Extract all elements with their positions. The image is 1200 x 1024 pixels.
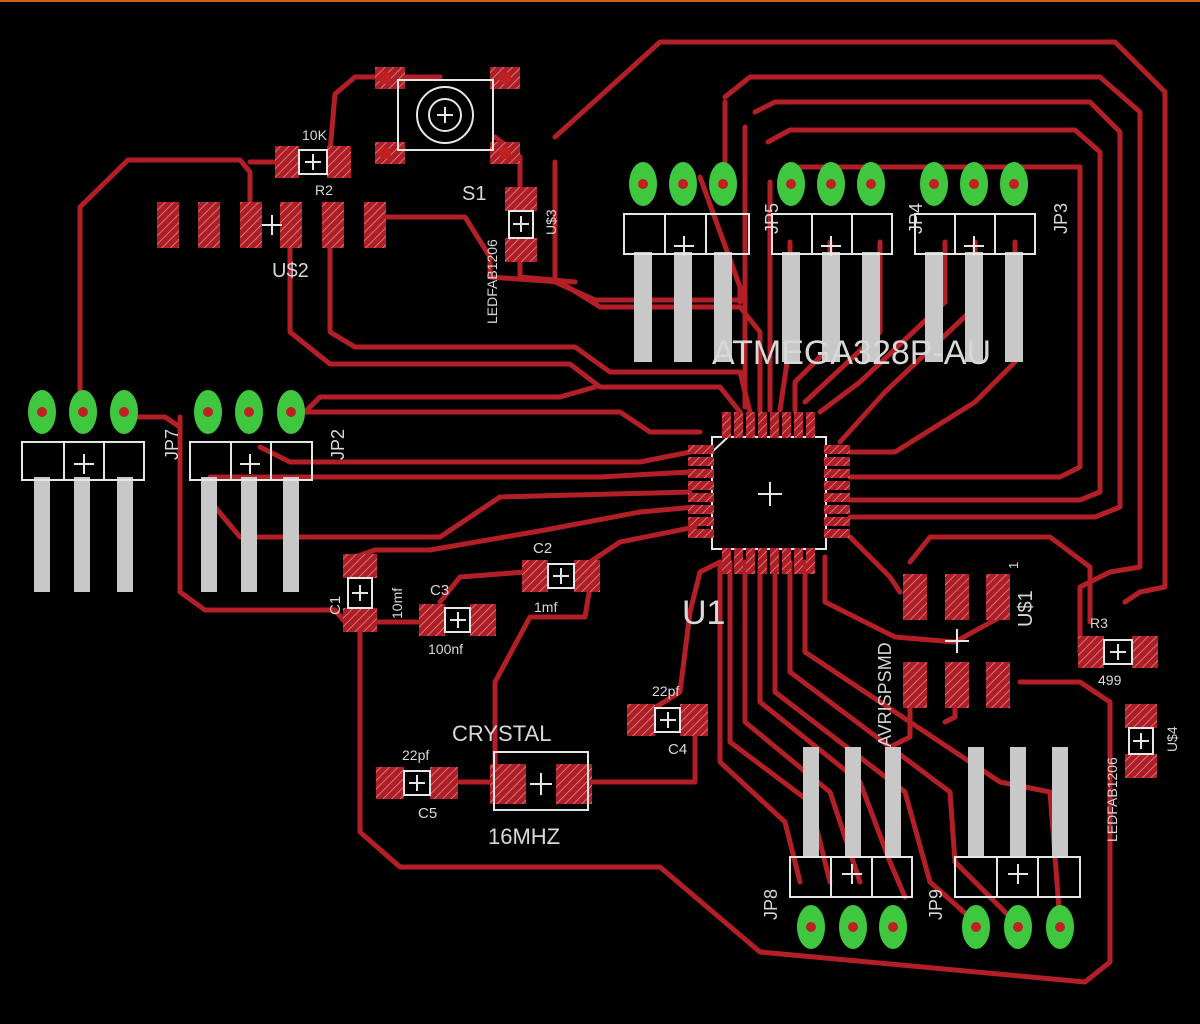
header-jp7[interactable] bbox=[21, 390, 145, 592]
c2-name-label: C2 bbox=[533, 540, 552, 557]
c1-value-label: 10mf bbox=[389, 588, 405, 619]
copper-traces bbox=[77, 39, 1168, 985]
jp8-label: JP8 bbox=[761, 889, 781, 920]
us1-label: U$1 bbox=[1015, 590, 1037, 627]
u1-top-pads bbox=[722, 412, 815, 438]
avr-name-label: AVRISPSMD bbox=[875, 642, 895, 747]
c1-name-label: C1 bbox=[327, 596, 344, 615]
r3-value-label: 499 bbox=[1098, 672, 1122, 688]
header-jp8[interactable] bbox=[789, 747, 913, 949]
led2-value-label: LEDFAB1206 bbox=[1104, 757, 1120, 842]
capacitor-c3[interactable] bbox=[419, 604, 496, 636]
crystal-16mhz[interactable] bbox=[490, 751, 592, 811]
resistor-r3[interactable] bbox=[1078, 636, 1158, 668]
jp9-label: JP9 bbox=[926, 889, 946, 920]
header-jp9[interactable] bbox=[954, 747, 1081, 949]
us2-label: U$2 bbox=[272, 260, 309, 282]
resistor-r2[interactable] bbox=[275, 146, 351, 178]
capacitor-c2[interactable] bbox=[522, 560, 600, 592]
u1-bottom-pads bbox=[722, 548, 815, 574]
regulator-us2[interactable] bbox=[157, 202, 386, 248]
u1-right-pads bbox=[824, 445, 850, 538]
us3-label: U$3 bbox=[543, 209, 559, 235]
header-jp3[interactable] bbox=[914, 162, 1036, 362]
avrisp-header-us1[interactable] bbox=[903, 574, 1010, 708]
r2-name-label: R2 bbox=[315, 182, 333, 198]
jp7-label: JP7 bbox=[162, 429, 182, 460]
atmega-label: ATMEGA328P-AU bbox=[712, 334, 991, 372]
u1-left-pads bbox=[688, 445, 714, 538]
s1-label: S1 bbox=[462, 183, 486, 205]
switch-s1[interactable] bbox=[375, 67, 520, 164]
microcontroller-u1[interactable] bbox=[688, 412, 850, 574]
jp3-label: JP3 bbox=[1051, 203, 1071, 234]
c3-name-label: C3 bbox=[430, 582, 449, 599]
capacitor-c1[interactable] bbox=[343, 554, 377, 632]
jp2-label: JP2 bbox=[328, 429, 348, 460]
crystal-name-label: CRYSTAL bbox=[452, 721, 551, 746]
c5-name-label: C5 bbox=[418, 805, 437, 822]
led-us4[interactable] bbox=[1125, 704, 1157, 778]
avr-pin1-label: 1 bbox=[1006, 562, 1021, 569]
header-jp2[interactable] bbox=[189, 390, 313, 592]
c2-value-label: 1mf bbox=[534, 599, 557, 615]
c5-value-label: 22pf bbox=[402, 747, 429, 763]
capacitor-c5[interactable] bbox=[376, 767, 458, 799]
r2-value-label: 10K bbox=[302, 127, 328, 143]
capacitor-c4[interactable] bbox=[627, 704, 708, 736]
u1-label: U1 bbox=[682, 594, 725, 632]
crystal-value-label: 16MHZ bbox=[488, 824, 560, 849]
c4-value-label: 22pf bbox=[652, 683, 679, 699]
led1-value-label: LEDFAB1206 bbox=[484, 239, 500, 324]
header-jp4[interactable] bbox=[771, 162, 893, 362]
r3-name-label: R3 bbox=[1090, 615, 1108, 631]
c3-value-label: 100nf bbox=[428, 641, 463, 657]
header-jp5[interactable] bbox=[623, 162, 750, 362]
us4-label: U$4 bbox=[1164, 726, 1180, 752]
led-us3[interactable] bbox=[505, 187, 537, 262]
c4-name-label: C4 bbox=[668, 741, 687, 758]
